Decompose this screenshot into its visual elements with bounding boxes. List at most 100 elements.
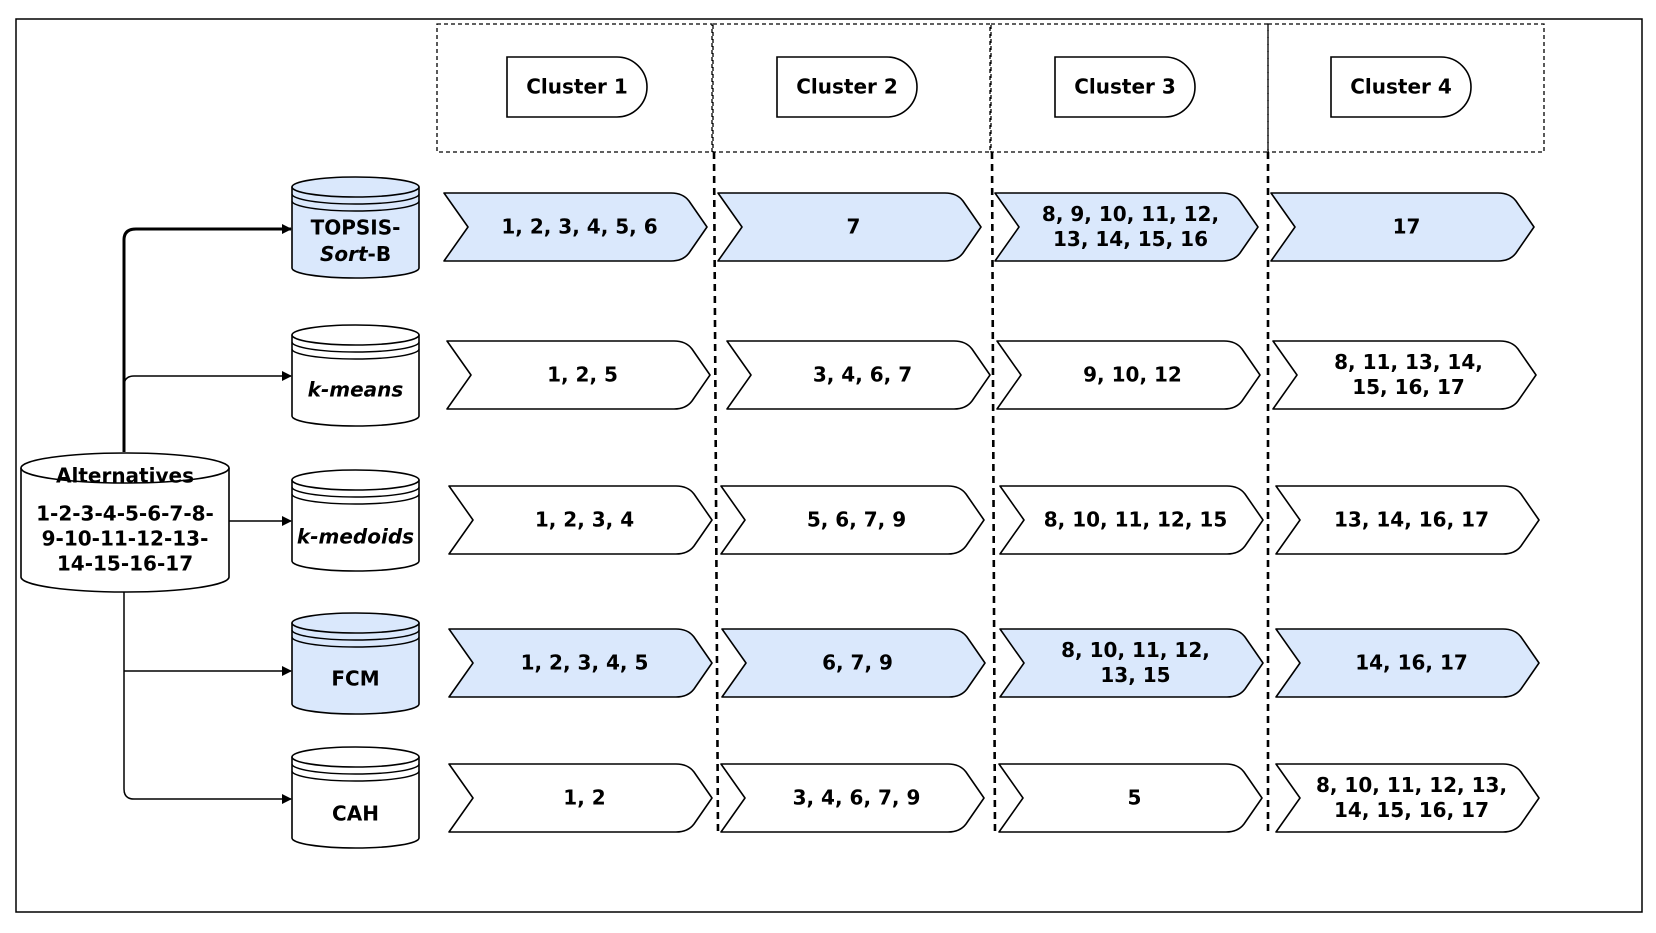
step-shape <box>1275 763 1540 833</box>
cell-kmeans-cluster-1: 1, 2, 5 <box>446 340 711 410</box>
cell-cah-cluster-1: 1, 2 <box>448 763 713 833</box>
alternatives-title: Alternatives <box>56 464 194 488</box>
method-cylinder-top <box>291 176 420 198</box>
cell-value: 5, 6, 7, 9 <box>807 508 906 532</box>
method-cylinder-top <box>291 469 420 491</box>
method-label: FCM <box>331 667 379 691</box>
step-shape <box>999 628 1264 698</box>
cell-value-line1: 8, 10, 11, 12, 13, <box>1316 773 1507 797</box>
method-cylinder-top <box>291 324 420 346</box>
cluster-label: Cluster 1 <box>526 75 628 99</box>
cell-fcm-cluster-1: 1, 2, 3, 4, 5 <box>448 628 713 698</box>
step-shape <box>448 628 713 698</box>
cluster-label-shape <box>1054 56 1196 118</box>
alternatives-cylinder-top <box>20 452 230 484</box>
method-cylinder-top <box>291 612 420 634</box>
cell-value: 3, 4, 6, 7, 9 <box>793 786 921 810</box>
method-cylinder-ring <box>291 763 420 775</box>
method-label-italic-part: Sort <box>320 242 369 266</box>
column-divider <box>712 151 720 836</box>
method-cylinder-top <box>291 746 420 768</box>
cluster-label-shape <box>776 56 918 118</box>
method-cylinder-ring <box>291 486 420 498</box>
method-topsis: TOPSIS-Sort-B <box>291 176 420 279</box>
cluster-label: Cluster 3 <box>1074 75 1176 99</box>
step-shape <box>720 485 985 555</box>
step-shape <box>726 340 991 410</box>
arrow-to-cah <box>123 590 292 804</box>
cell-topsis-cluster-3: 8, 9, 10, 11, 12,13, 14, 15, 16 <box>994 192 1259 262</box>
step-shape <box>448 485 713 555</box>
cluster-label: Cluster 2 <box>796 75 898 99</box>
alternatives-list-line: 1-2-3-4-5-6-7-8- <box>36 502 214 526</box>
step-shape <box>1275 485 1540 555</box>
method-cylinder-ring <box>291 636 420 648</box>
cell-cah-cluster-4: 8, 10, 11, 12, 13,14, 15, 16, 17 <box>1275 763 1540 833</box>
cell-fcm-cluster-3: 8, 10, 11, 12,13, 15 <box>999 628 1264 698</box>
cell-value-line2: 14, 15, 16, 17 <box>1334 798 1489 822</box>
cell-value: 13, 14, 16, 17 <box>1334 508 1489 532</box>
method-cylinder-ring <box>291 200 420 212</box>
step-shape <box>1275 628 1540 698</box>
cell-value: 9, 10, 12 <box>1083 363 1182 387</box>
cell-kmeans-cluster-4: 8, 11, 13, 14,15, 16, 17 <box>1272 340 1537 410</box>
cell-kmedoids-cluster-4: 13, 14, 16, 17 <box>1275 485 1540 555</box>
cluster-label-shape <box>1330 56 1472 118</box>
step-shape <box>996 340 1261 410</box>
cell-value: 3, 4, 6, 7 <box>813 363 912 387</box>
method-fcm: FCM <box>291 612 420 715</box>
step-shape <box>994 192 1259 262</box>
method-cylinder-ring <box>291 341 420 353</box>
cluster-label-shape <box>506 56 648 118</box>
cell-value: 6, 7, 9 <box>822 651 893 675</box>
cell-value-line2: 13, 14, 15, 16 <box>1053 227 1208 251</box>
step-shape <box>999 485 1264 555</box>
cell-value-line1: 8, 9, 10, 11, 12, <box>1042 202 1219 226</box>
method-cylinder-ring <box>291 493 420 505</box>
arrow-to-topsis <box>122 224 292 452</box>
cell-kmedoids-cluster-3: 8, 10, 11, 12, 15 <box>999 485 1264 555</box>
step-shape <box>446 340 711 410</box>
method-cylinder-ring <box>291 629 420 641</box>
step-shape <box>448 763 713 833</box>
method-label-suffix: -B <box>368 242 392 266</box>
cell-value: 17 <box>1393 215 1421 239</box>
alternatives-list-line: 14-15-16-17 <box>57 552 193 576</box>
method-label: k-means <box>308 378 404 402</box>
cell-topsis-cluster-4: 17 <box>1270 192 1535 262</box>
step-shape <box>998 763 1263 833</box>
arrow-to-kmeans <box>123 371 292 452</box>
cell-value-line1: 8, 10, 11, 12, <box>1061 638 1210 662</box>
cluster-header-box <box>990 23 1269 153</box>
method-kmedoids: k-medoids <box>291 469 420 572</box>
step-shape <box>1270 192 1535 262</box>
cluster-header-box <box>712 23 991 153</box>
cell-kmeans-cluster-3: 9, 10, 12 <box>996 340 1261 410</box>
cell-kmeans-cluster-2: 3, 4, 6, 7 <box>726 340 991 410</box>
alternatives-cylinder <box>20 468 230 593</box>
cell-value-line2: 15, 16, 17 <box>1352 375 1465 399</box>
method-kmeans: k-means <box>291 324 420 427</box>
cell-value-line2: 13, 15 <box>1100 663 1170 687</box>
step-shape <box>721 628 986 698</box>
step-shape <box>1272 340 1537 410</box>
cluster-header-box <box>1267 23 1545 153</box>
cell-value: 14, 16, 17 <box>1355 651 1468 675</box>
method-label: CAH <box>332 802 379 826</box>
method-cylinder-ring <box>291 193 420 205</box>
outer-frame <box>15 18 1643 913</box>
step-shape <box>443 192 708 262</box>
cell-value: 1, 2 <box>563 786 605 810</box>
cell-topsis-cluster-2: 7 <box>717 192 982 262</box>
cell-value: 7 <box>847 215 861 239</box>
cluster-header-box <box>436 23 713 153</box>
cell-fcm-cluster-2: 6, 7, 9 <box>721 628 986 698</box>
cell-value: 1, 2, 3, 4, 5 <box>521 651 649 675</box>
cell-kmedoids-cluster-1: 1, 2, 3, 4 <box>448 485 713 555</box>
method-cylinder-ring <box>291 348 420 360</box>
cell-fcm-cluster-4: 14, 16, 17 <box>1275 628 1540 698</box>
cell-value: 1, 2, 3, 4 <box>535 508 634 532</box>
method-label-line1: TOPSIS- <box>311 216 401 240</box>
column-divider <box>990 151 997 836</box>
